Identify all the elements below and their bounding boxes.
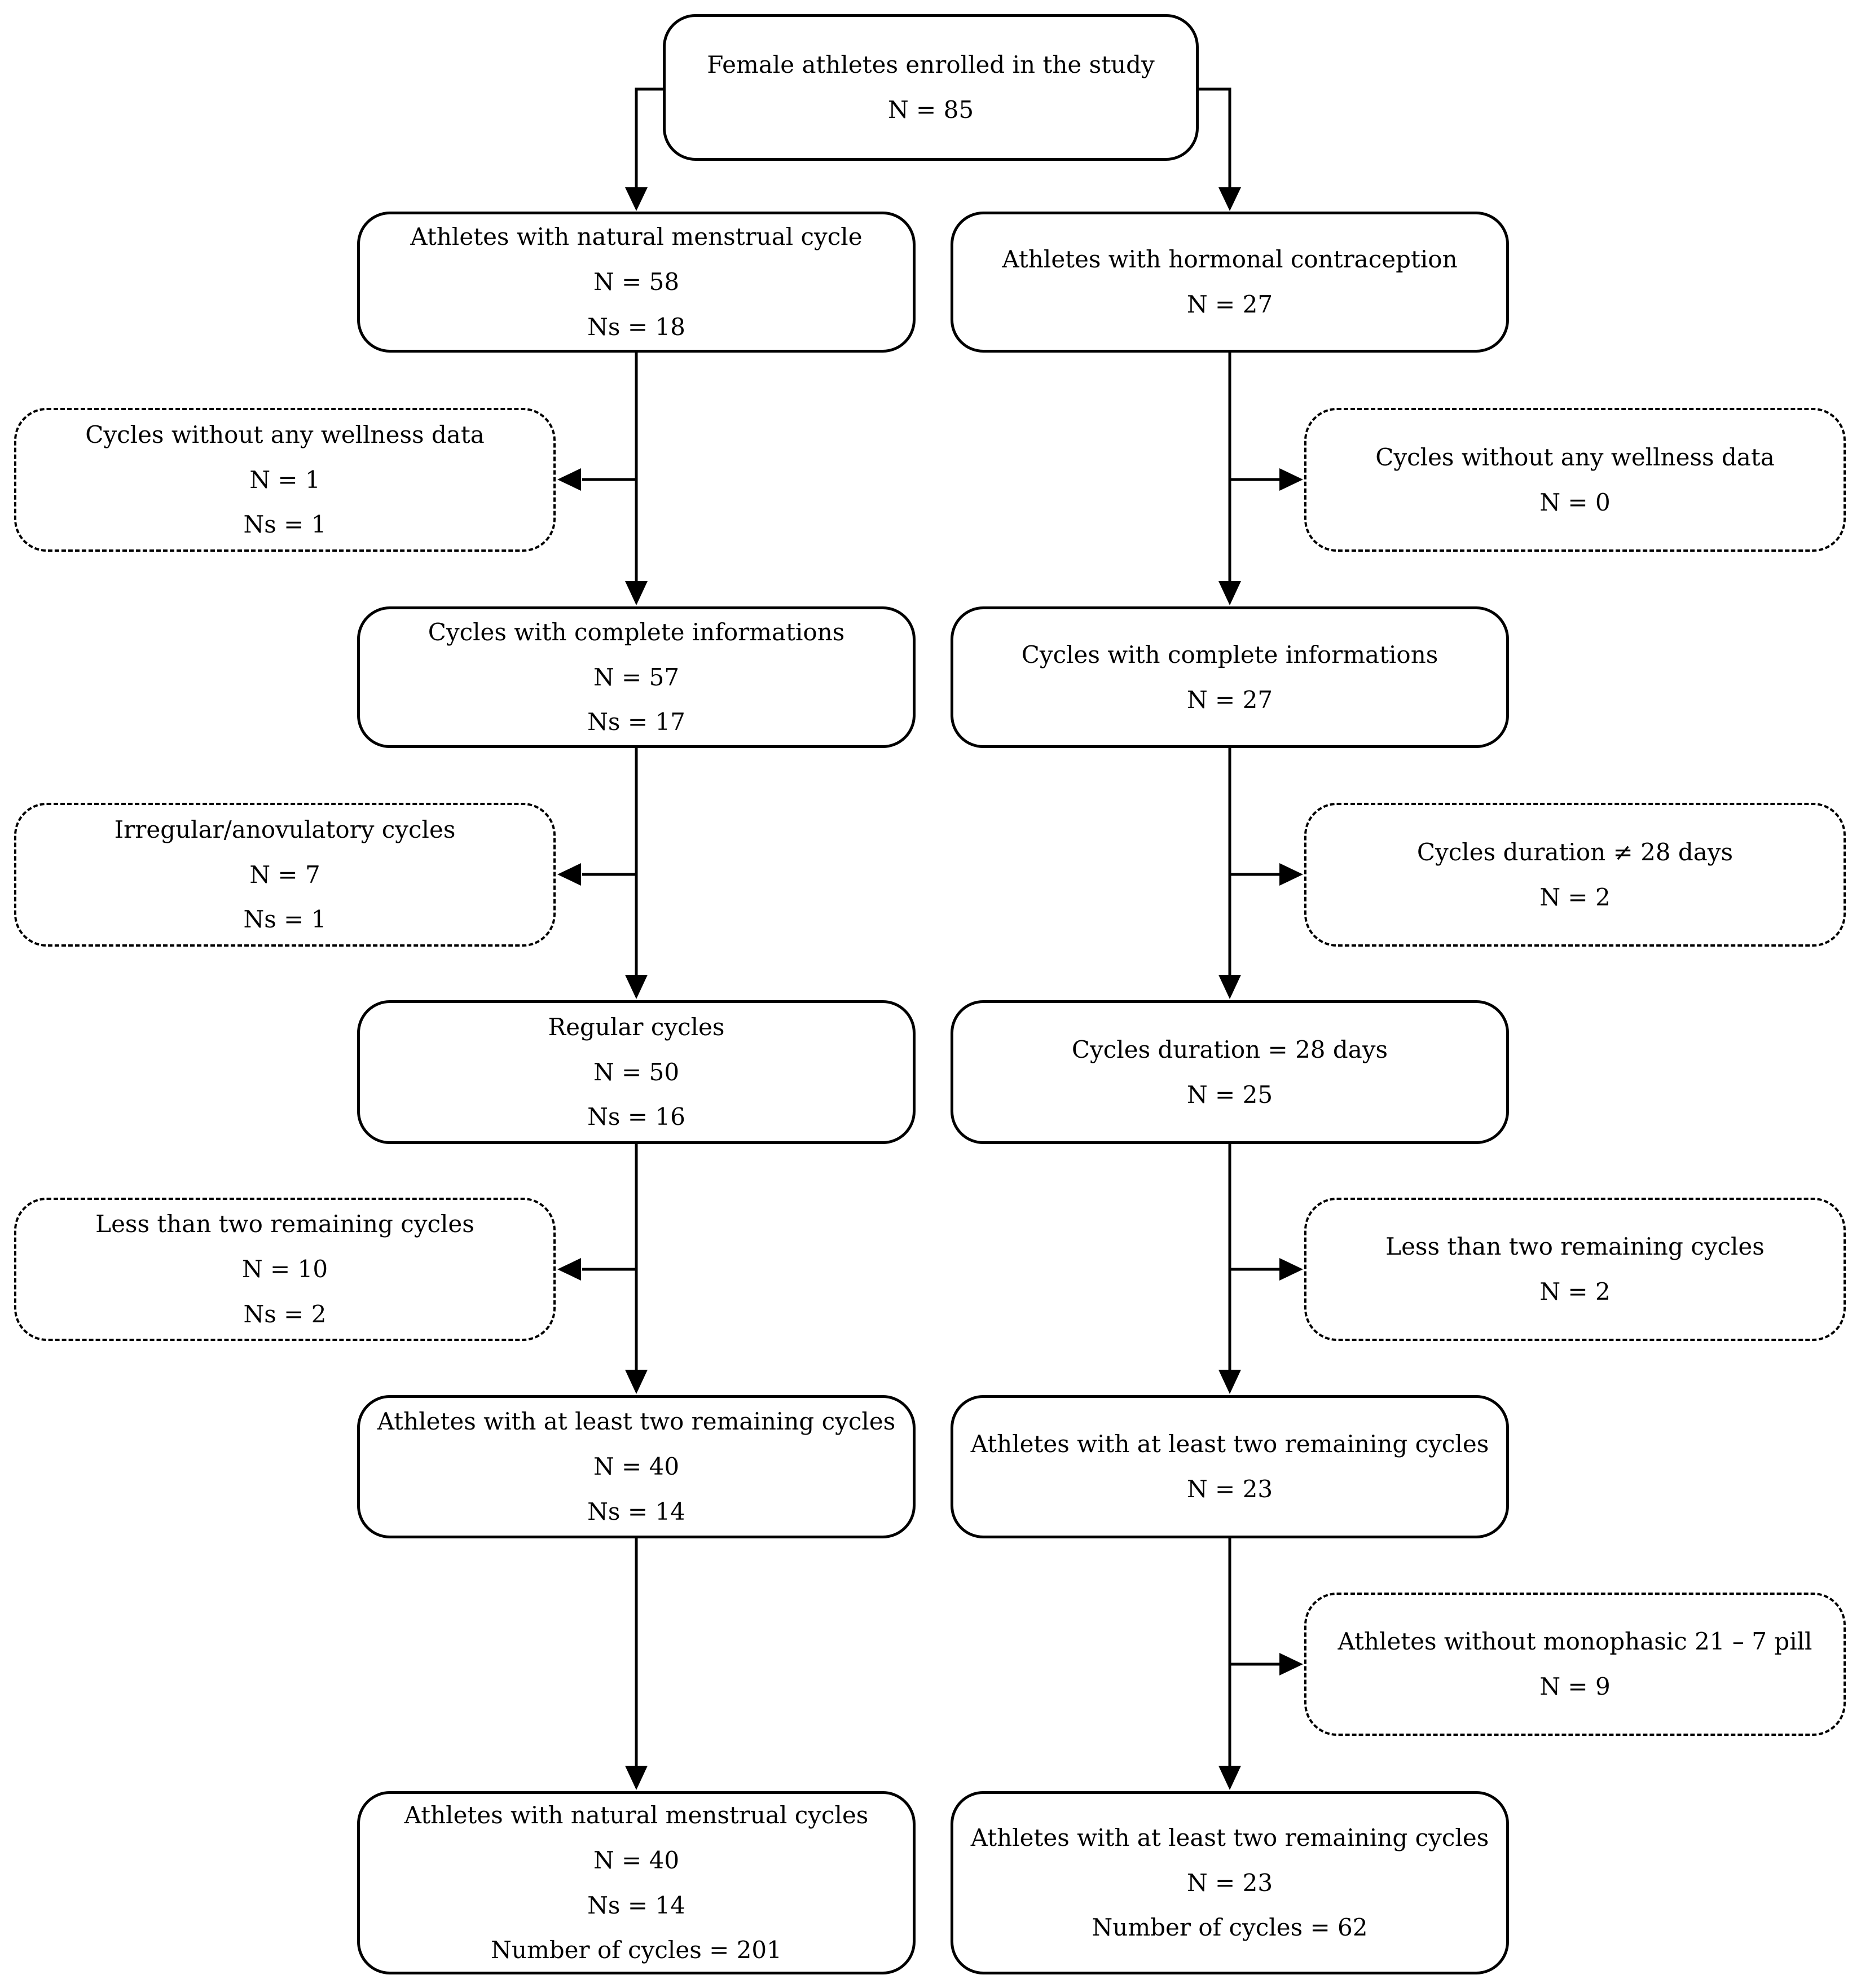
- text-line: Athletes with natural menstrual cycle: [410, 223, 863, 251]
- text-line: N = 10: [241, 1255, 328, 1283]
- text-line: N = 27: [1186, 291, 1273, 318]
- connector-enrolled-to-hormonal: [1199, 87, 1231, 192]
- node-final-left: Athletes with natural menstrual cycles N…: [357, 1791, 916, 1974]
- node-duration-28: Cycles duration = 28 days N = 25: [951, 1000, 1509, 1144]
- node-natural: Athletes with natural menstrual cycle N …: [357, 212, 916, 353]
- node-excl-duration: Cycles duration ≠ 28 days N = 2: [1304, 803, 1846, 947]
- text-line: N = 9: [1539, 1673, 1611, 1700]
- node-atleast2-right: Athletes with at least two remaining cyc…: [951, 1395, 1509, 1538]
- arrow-right-icon: [1279, 863, 1303, 886]
- arrow-down-icon: [1218, 187, 1241, 211]
- text-line: Ns = 16: [587, 1103, 685, 1131]
- arrow-down-icon: [625, 581, 648, 605]
- arrow-down-icon: [625, 975, 648, 999]
- text-line: Less than two remaining cycles: [95, 1210, 474, 1238]
- text-line: Athletes with at least two remaining cyc…: [970, 1430, 1489, 1458]
- text-line: Athletes with natural menstrual cycles: [404, 1801, 869, 1829]
- arrow-right-icon: [1279, 468, 1303, 491]
- node-excl-irregular: Irregular/anovulatory cycles N = 7 Ns = …: [14, 803, 556, 947]
- text-line: N = 1: [249, 465, 320, 494]
- text-line: Cycles duration ≠ 28 days: [1416, 838, 1734, 866]
- text-line: N = 23: [1186, 1475, 1273, 1503]
- text-line: Cycles with complete informations: [428, 618, 845, 646]
- arrow-right-icon: [1279, 1653, 1303, 1675]
- arrowheads: [557, 187, 1303, 1790]
- node-excl-monophasic: Athletes without monophasic 21 – 7 pill …: [1304, 1593, 1846, 1736]
- text-line: Irregular/anovulatory cycles: [114, 815, 456, 843]
- text-line: Number of cycles = 62: [1092, 1914, 1368, 1942]
- node-excl-lessthan2-left: Less than two remaining cycles N = 10 Ns…: [14, 1198, 556, 1341]
- text-line: N = 85: [887, 96, 974, 124]
- text-line: N = 50: [593, 1058, 680, 1086]
- text-line: N = 57: [593, 663, 680, 691]
- text-line: Cycles with complete informations: [1021, 640, 1438, 668]
- node-complete-left: Cycles with complete informations N = 57…: [357, 606, 916, 748]
- text-line: Athletes with at least two remaining cyc…: [970, 1823, 1489, 1851]
- text-line: Athletes without monophasic 21 – 7 pill: [1338, 1628, 1812, 1656]
- node-final-right: Athletes with at least two remaining cyc…: [951, 1791, 1509, 1974]
- text-line: N = 58: [593, 268, 680, 296]
- text-line: N = 0: [1539, 488, 1611, 516]
- node-excl-lessthan2-right: Less than two remaining cycles N = 2: [1304, 1198, 1846, 1341]
- node-excl-wellness-left: Cycles without any wellness data N = 1 N…: [14, 408, 556, 552]
- text-line: N = 7: [249, 860, 320, 889]
- text-line: N = 23: [1186, 1868, 1273, 1897]
- text-line: Ns = 14: [587, 1497, 685, 1525]
- text-line: Number of cycles = 201: [491, 1936, 782, 1964]
- arrow-left-icon: [557, 863, 581, 886]
- text-line: Cycles without any wellness data: [85, 420, 485, 448]
- text-line: N = 25: [1186, 1080, 1273, 1109]
- arrow-down-icon: [625, 1370, 648, 1394]
- text-line: N = 2: [1539, 883, 1611, 911]
- node-excl-wellness-right: Cycles without any wellness data N = 0: [1304, 408, 1846, 552]
- arrow-down-icon: [1218, 975, 1241, 999]
- text-line: N = 2: [1539, 1278, 1611, 1305]
- arrow-down-icon: [625, 187, 648, 211]
- text-line: Athletes with hormonal contraception: [1002, 245, 1458, 274]
- text-line: Ns = 14: [587, 1891, 685, 1919]
- text-line: Ns = 18: [587, 313, 685, 341]
- node-regular-cycles: Regular cycles N = 50 Ns = 16: [357, 1000, 916, 1144]
- text-line: Ns = 1: [243, 905, 327, 934]
- text-line: N = 40: [593, 1453, 680, 1481]
- node-atleast2-left: Athletes with at least two remaining cyc…: [357, 1395, 916, 1538]
- arrow-left-icon: [557, 1258, 581, 1281]
- arrow-down-icon: [625, 1766, 648, 1790]
- text-line: Ns = 2: [243, 1300, 327, 1328]
- text-line: Female athletes enrolled in the study: [707, 51, 1155, 79]
- text-line: Ns = 17: [587, 708, 685, 736]
- arrow-down-icon: [1218, 1370, 1241, 1394]
- arrow-down-icon: [1218, 581, 1241, 605]
- connector-enrolled-to-natural: [635, 87, 663, 192]
- arrow-down-icon: [1218, 1766, 1241, 1790]
- node-enrolled: Female athletes enrolled in the study N …: [663, 14, 1199, 161]
- arrow-left-icon: [557, 468, 581, 491]
- text-line: N = 27: [1186, 685, 1273, 714]
- text-line: Ns = 1: [243, 511, 327, 539]
- text-line: Regular cycles: [548, 1013, 725, 1041]
- arrow-right-icon: [1279, 1258, 1303, 1281]
- text-line: Athletes with at least two remaining cyc…: [377, 1408, 896, 1436]
- text-line: Cycles duration = 28 days: [1071, 1035, 1388, 1063]
- node-hormonal: Athletes with hormonal contraception N =…: [951, 212, 1509, 353]
- text-line: Cycles without any wellness data: [1375, 443, 1775, 471]
- text-line: Less than two remaining cycles: [1385, 1233, 1765, 1261]
- node-complete-right: Cycles with complete informations N = 27: [951, 606, 1509, 748]
- text-line: N = 40: [593, 1846, 680, 1874]
